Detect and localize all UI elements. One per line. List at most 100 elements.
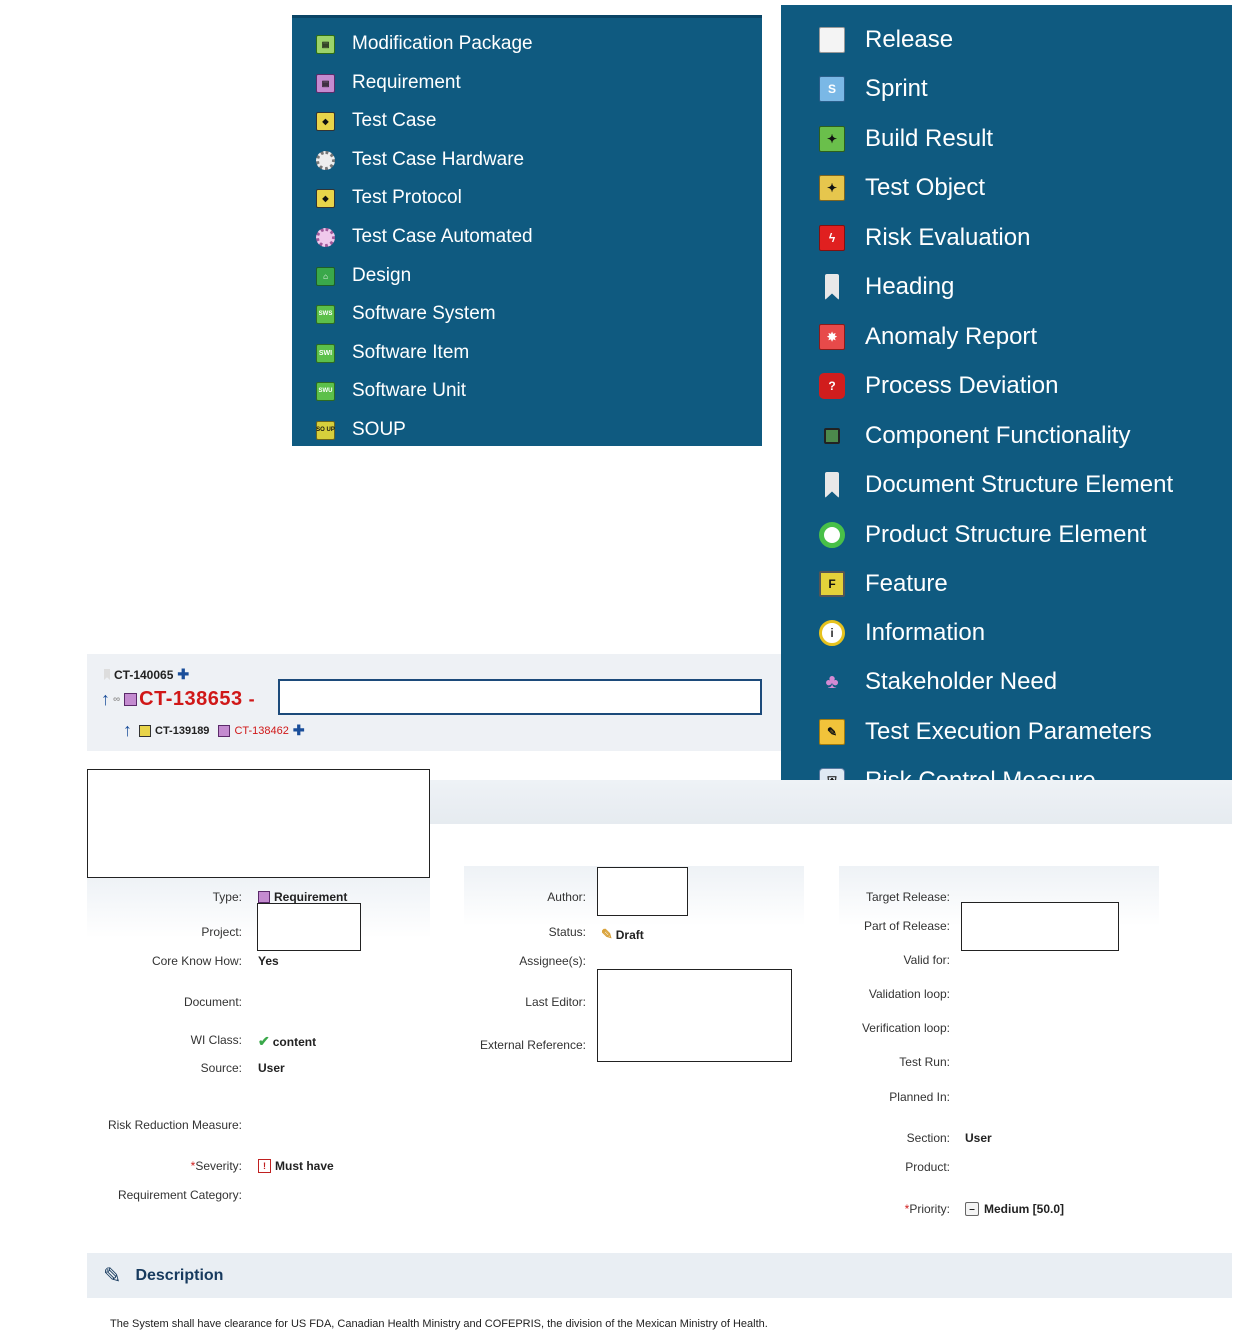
menu-item-stakeholder-need[interactable]: ♣ Stakeholder Need [819,667,1057,697]
checkmark-icon: ✔ [258,1033,270,1049]
field-label-last-editor: Last Editor: [525,995,586,1009]
field-label-planned-in: Planned In: [889,1090,950,1104]
add-link-icon[interactable]: ✚ [292,722,305,738]
risk-evaluation-icon: ϟ [819,225,845,251]
field-label-assignees: Assignee(s): [519,954,586,968]
menu-item-label: Software Item [352,342,470,363]
field-label-valid-for: Valid for: [903,953,950,967]
field-value-core-know-how: Yes [258,954,279,968]
requirement-icon [124,693,138,706]
software-system-icon: SWS [316,304,335,324]
linked-item-id[interactable]: CT-139189 [155,724,210,737]
document-structure-element-icon [825,472,839,498]
menu-item-label: Requirement [352,72,461,93]
field-label-project: Project: [201,925,242,939]
field-label-status: Status: [548,925,586,939]
heading-icon [825,274,839,300]
field-label-source: Source: [200,1061,242,1075]
field-label-severity: *Severity: [191,1159,242,1173]
menu-item-software-item[interactable]: SWI Software Item [316,340,469,366]
field-label-validation-loop: Validation loop: [868,987,950,1001]
add-parent-icon[interactable]: ✚ [177,666,190,682]
menu-item-test-protocol[interactable]: ◆ Test Protocol [316,185,462,211]
arrow-up-icon[interactable]: ↑ [123,720,132,740]
menu-item-label: Test Case [352,110,437,131]
menu-item-risk-evaluation[interactable]: ϟ Risk Evaluation [819,223,1030,253]
menu-item-label: Test Protocol [352,187,462,208]
menu-item-document-structure-element[interactable]: Document Structure Element [819,470,1173,500]
feature-icon: F [819,571,845,597]
work-item-type-menu-right: Release S Sprint ✦ Build Result ✦ Test O… [781,5,1232,803]
menu-item-label: Risk Evaluation [865,224,1031,251]
severity-label-text: Severity: [195,1159,242,1173]
description-text: The System shall have clearance for US F… [110,1318,768,1330]
product-structure-element-icon [819,522,845,548]
requirement-icon: ▤ [316,73,335,93]
menu-item-release[interactable]: Release [819,25,953,55]
title-input[interactable] [278,679,762,715]
menu-item-test-object[interactable]: ✦ Test Object [819,173,985,203]
menu-item-product-structure-element[interactable]: Product Structure Element [819,520,1146,550]
menu-item-test-case-hardware[interactable]: Test Case Hardware [316,147,524,173]
menu-item-label: Test Case Hardware [352,149,525,170]
menu-item-test-case-automated[interactable]: Test Case Automated [316,224,533,250]
menu-item-label: Software Unit [352,380,467,401]
test-case-automated-icon [316,227,335,247]
menu-item-information[interactable]: i Information [819,618,985,648]
menu-item-feature[interactable]: F Feature [819,569,948,599]
work-item-type-menu-left: ▤ Modification Package ▤ Requirement ◆ T… [292,15,762,446]
test-case-hardware-icon [316,150,335,170]
priority-value: Medium [50.0] [984,1202,1065,1216]
menu-item-requirement[interactable]: ▤ Requirement [316,70,461,96]
menu-item-software-system[interactable]: SWS Software System [316,301,496,327]
field-label-external-reference: External Reference: [479,1038,586,1052]
description-section-header[interactable]: ✎ Description [87,1253,1232,1298]
field-label-product: Product: [905,1160,950,1174]
menu-item-label: Build Result [865,125,994,152]
properties-section-band [430,780,1232,824]
field-label-section: Section: [906,1131,950,1145]
menu-item-heading[interactable]: Heading [819,272,954,302]
menu-item-label: Feature [865,570,948,597]
process-deviation-icon: ? [819,373,845,399]
field-label-wi-class: WI Class: [190,1033,242,1047]
menu-item-component-functionality[interactable]: Component Functionality [819,421,1130,451]
menu-item-anomaly-report[interactable]: ✸ Anomaly Report [819,322,1037,352]
test-execution-parameters-icon: ✎ [819,719,845,745]
test-case-icon [139,724,151,737]
redacted-editor-value [597,969,792,1062]
menu-item-soup[interactable]: SO UP SOUP [316,417,406,443]
field-value-type: Requirement [258,890,347,904]
redacted-author-value [597,867,688,916]
redacted-release-value [961,902,1119,951]
field-label-verification-loop: Verification loop: [861,1021,950,1035]
menu-item-process-deviation[interactable]: ? Process Deviation [819,371,1058,401]
menu-item-design[interactable]: ⌂ Design [316,263,411,289]
menu-item-modification-package[interactable]: ▤ Modification Package [316,31,533,57]
menu-item-software-unit[interactable]: SWU Software Unit [316,378,466,404]
information-icon: i [819,620,845,646]
menu-item-label: Design [352,265,412,286]
pencil-icon: ✎ [601,926,613,942]
menu-item-label: Information [865,619,986,646]
menu-item-label: Software System [352,303,496,324]
arrow-up-icon[interactable]: ↑ [101,689,110,709]
menu-item-build-result[interactable]: ✦ Build Result [819,124,993,154]
menu-item-label: Component Functionality [865,422,1131,449]
software-item-icon: SWI [316,343,335,363]
menu-item-test-execution-parameters[interactable]: ✎ Test Execution Parameters [819,717,1152,747]
field-label-test-run: Test Run: [899,1055,950,1069]
stakeholder-need-icon: ♣ [825,670,839,693]
modification-package-icon: ▤ [316,34,335,54]
linked-item-id[interactable]: CT-138462 [234,724,289,737]
build-result-icon: ✦ [819,126,845,152]
menu-item-label: SOUP [352,419,406,440]
redacted-project-value [257,903,361,951]
parent-id-link[interactable]: CT-140065 [114,667,174,682]
link-icon: ∞ [113,694,121,705]
menu-item-test-case[interactable]: ◆ Test Case [316,108,436,134]
menu-item-label: Test Object [865,174,986,201]
menu-item-sprint[interactable]: S Sprint [819,74,928,104]
work-item-header: CT-140065 ✚ ↑ ∞ CT-138653 - ↑ CT-139189 … [87,654,781,751]
menu-item-label: Test Case Automated [352,226,533,247]
